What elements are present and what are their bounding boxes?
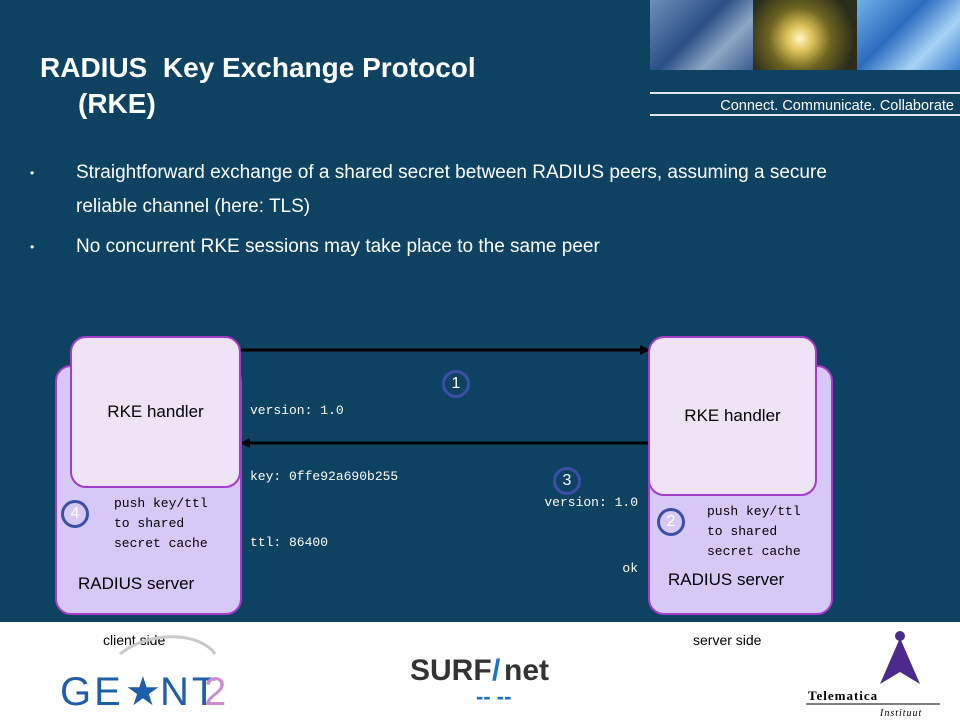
- server-side-label: server side: [693, 632, 762, 648]
- server-push-note: push key/ttl to shared secret cache: [707, 504, 801, 559]
- request-version: version: 1.0: [250, 403, 344, 418]
- telematica-logo: Telematica Instituut: [806, 631, 940, 719]
- page-title: RADIUS Key Exchange Protocol (RKE): [40, 50, 476, 122]
- bullet-item: •No concurrent RKE sessions may take pla…: [28, 230, 848, 264]
- svg-text:/: /: [492, 654, 501, 687]
- footer-logos: GE ★ NT 2 SURF / net -- -- Telematica In…: [60, 631, 940, 719]
- title-line-1: RADIUS Key Exchange Protocol: [40, 52, 476, 83]
- request-key: key: 0ffe92a690b255: [250, 469, 399, 484]
- circuit-photo: [856, 0, 960, 70]
- bullet-dot-icon: •: [30, 166, 35, 180]
- surfnet-logo: SURF / net -- --: [410, 654, 549, 709]
- client-push-note: push key/ttl to shared secret cache: [114, 496, 208, 551]
- response-message: version: 1.0 ok: [520, 448, 638, 602]
- bullet-item: •Straightforward exchange of a shared se…: [28, 156, 848, 224]
- client-rke-handler: RKE handler: [70, 336, 241, 488]
- server-radius-server-label: RADIUS server: [668, 570, 785, 589]
- svg-text:-- --: -- --: [476, 684, 511, 709]
- request-ttl: ttl: 86400: [250, 535, 329, 550]
- svg-text:Telematica: Telematica: [808, 688, 878, 703]
- server-rke-handler: RKE handler: [648, 336, 817, 496]
- bullet-list: •Straightforward exchange of a shared se…: [28, 156, 848, 270]
- svg-text:2: 2: [204, 670, 226, 714]
- eu-flag-photo: [650, 0, 754, 70]
- step-3-badge: 3: [553, 467, 581, 495]
- client-radius-server-label: RADIUS server: [78, 574, 195, 593]
- svg-text:★: ★: [125, 670, 161, 714]
- light-burst-photo: [753, 0, 857, 70]
- bullet-dot-icon: •: [30, 240, 35, 254]
- step-4-badge: 4: [61, 500, 89, 528]
- client-side-label: client side: [103, 632, 166, 648]
- svg-text:GE: GE: [60, 670, 124, 714]
- svg-text:NT: NT: [160, 670, 219, 714]
- svg-text:net: net: [504, 654, 549, 687]
- svg-text:Instituut: Instituut: [879, 708, 922, 719]
- tagline: Connect. Communicate. Collaborate: [650, 92, 960, 116]
- response-version: version: 1.0: [544, 495, 638, 510]
- svg-text:SURF: SURF: [410, 654, 492, 687]
- response-status: ok: [622, 561, 638, 576]
- request-message: version: 1.0 key: 0ffe92a690b255 ttl: 86…: [250, 356, 398, 576]
- title-line-2: (RKE): [78, 88, 156, 119]
- step-1-badge: 1: [442, 370, 470, 398]
- step-2-badge: 2: [657, 508, 685, 536]
- header-photo-strip: [650, 0, 960, 70]
- geant2-logo: GE ★ NT 2: [60, 635, 226, 714]
